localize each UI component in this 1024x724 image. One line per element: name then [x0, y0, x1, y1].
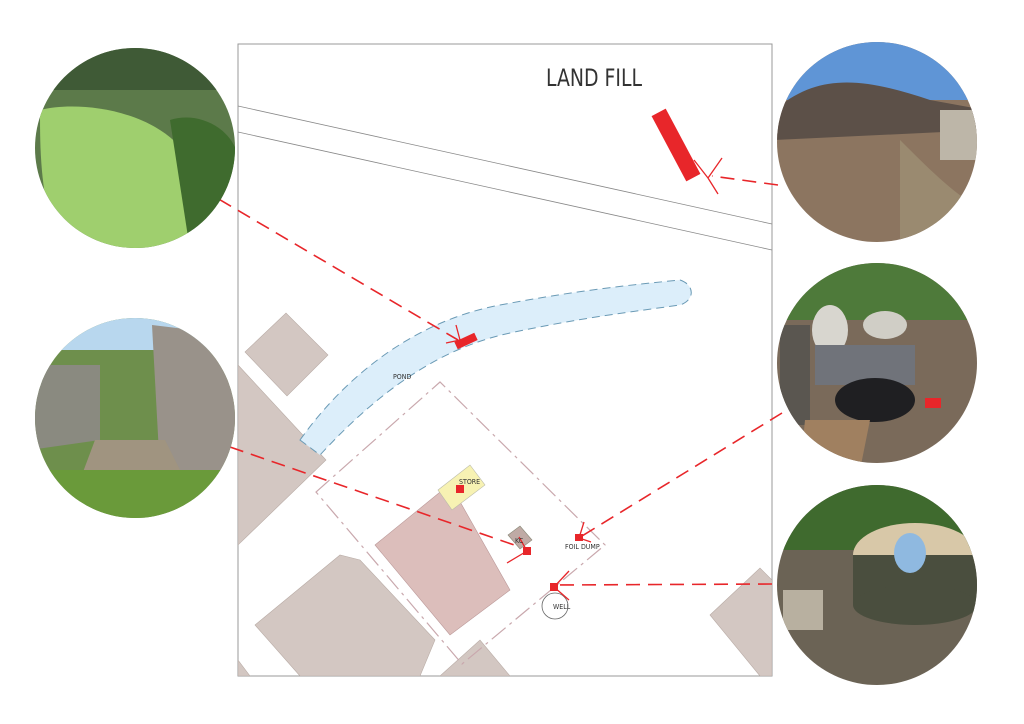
pond-marker [454, 332, 478, 350]
store-marker [456, 485, 464, 493]
dump-photo [777, 263, 977, 463]
store-label: STORE [459, 478, 480, 486]
alley-photo [35, 318, 235, 518]
landfill-photo [777, 42, 977, 242]
building [254, 554, 436, 676]
well [541, 592, 569, 620]
pond-photo [35, 48, 235, 248]
road-edge [238, 105, 772, 225]
well-photo [777, 485, 977, 685]
building [439, 639, 511, 676]
landfill-marker [651, 108, 701, 182]
building [709, 567, 772, 676]
well-label: WELL [553, 603, 571, 611]
road-edge [238, 131, 772, 251]
building [244, 312, 329, 397]
building [238, 364, 327, 546]
pond-label: POND [393, 373, 411, 381]
main-building [374, 483, 511, 636]
leader-lines [199, 175, 783, 586]
pond [299, 279, 692, 456]
title: LAND FILL [546, 64, 642, 92]
building [238, 659, 251, 676]
kc-label: KC [515, 537, 524, 545]
plot-boundary [315, 381, 606, 665]
foil-dump-label: FOIL DUMP [565, 543, 600, 551]
